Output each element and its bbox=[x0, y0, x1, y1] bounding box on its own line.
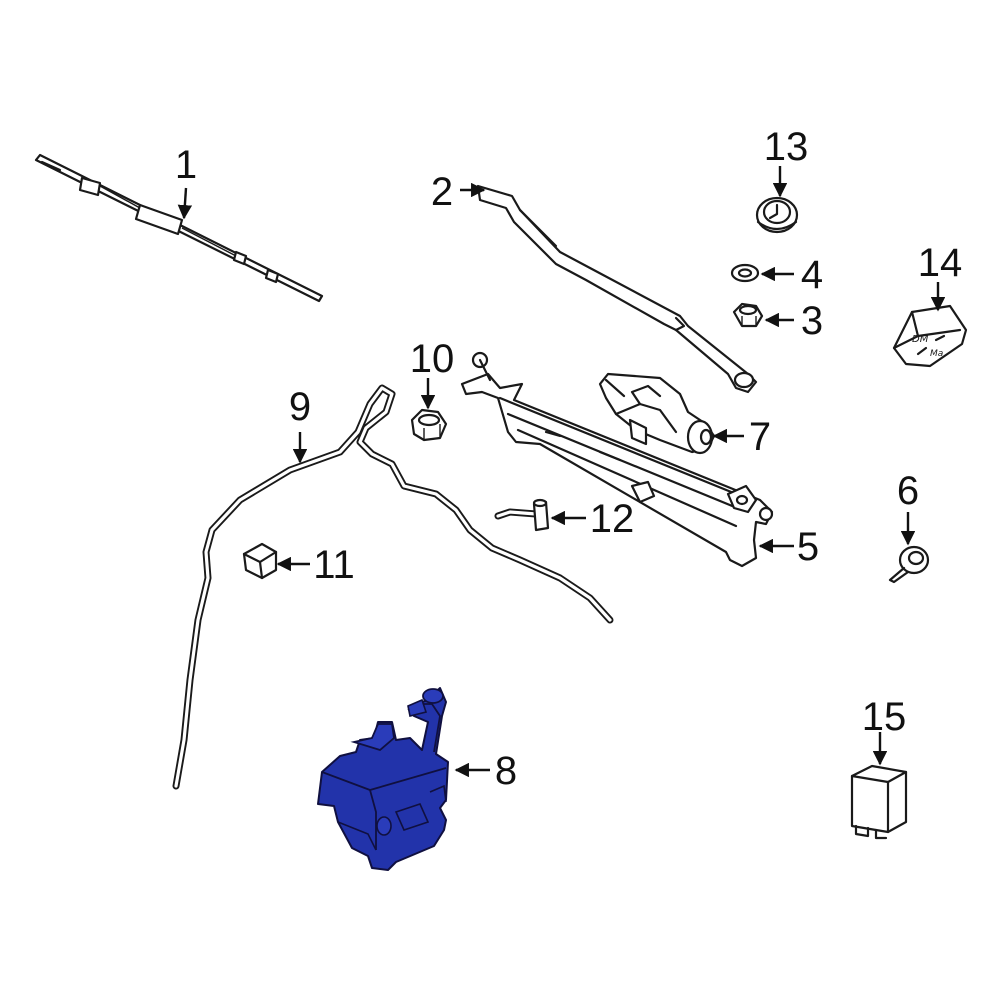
wiper-arm[interactable] bbox=[476, 184, 758, 394]
callout-7: 7 bbox=[749, 415, 771, 459]
wiper-motor[interactable] bbox=[598, 372, 716, 455]
callout-12: 12 bbox=[590, 497, 635, 541]
callout-1: 1 bbox=[175, 143, 197, 187]
callout-14: 14 bbox=[918, 241, 963, 285]
callout-4: 4 bbox=[801, 253, 823, 297]
callout-8: 8 bbox=[495, 749, 517, 793]
callout-11: 11 bbox=[313, 543, 355, 587]
arrow-1 bbox=[177, 187, 193, 220]
svg-text:Ma: Ma bbox=[930, 349, 943, 359]
pivot-cap[interactable] bbox=[755, 196, 799, 234]
mounting-bolt[interactable] bbox=[888, 545, 930, 584]
callout-arrows bbox=[177, 166, 946, 778]
washer-hose[interactable] bbox=[172, 384, 614, 790]
callout-10: 10 bbox=[410, 337, 455, 381]
wiper-linkage[interactable] bbox=[460, 351, 774, 568]
callout-13: 13 bbox=[764, 125, 809, 169]
washer[interactable] bbox=[730, 263, 760, 283]
callout-3: 3 bbox=[801, 299, 823, 343]
hose-connector[interactable] bbox=[494, 498, 550, 532]
callout-5: 5 bbox=[797, 525, 819, 569]
callout-2: 2 bbox=[431, 170, 453, 214]
wiper-blade[interactable] bbox=[34, 153, 324, 303]
callout-15: 15 bbox=[862, 695, 907, 739]
hose-clip[interactable] bbox=[242, 542, 278, 580]
connector-module[interactable]: DM Ma bbox=[892, 304, 968, 368]
callout-6: 6 bbox=[897, 469, 919, 513]
control-module[interactable] bbox=[850, 764, 908, 840]
arm-nut[interactable] bbox=[732, 302, 764, 328]
callout-9: 9 bbox=[289, 385, 311, 429]
callout-labels: 1 2 3 4 5 6 7 8 9 10 11 12 13 14 15 bbox=[175, 125, 962, 793]
hex-nut[interactable] bbox=[410, 408, 448, 442]
washer-reservoir[interactable] bbox=[317, 687, 449, 871]
svg-text:DM: DM bbox=[912, 334, 929, 345]
